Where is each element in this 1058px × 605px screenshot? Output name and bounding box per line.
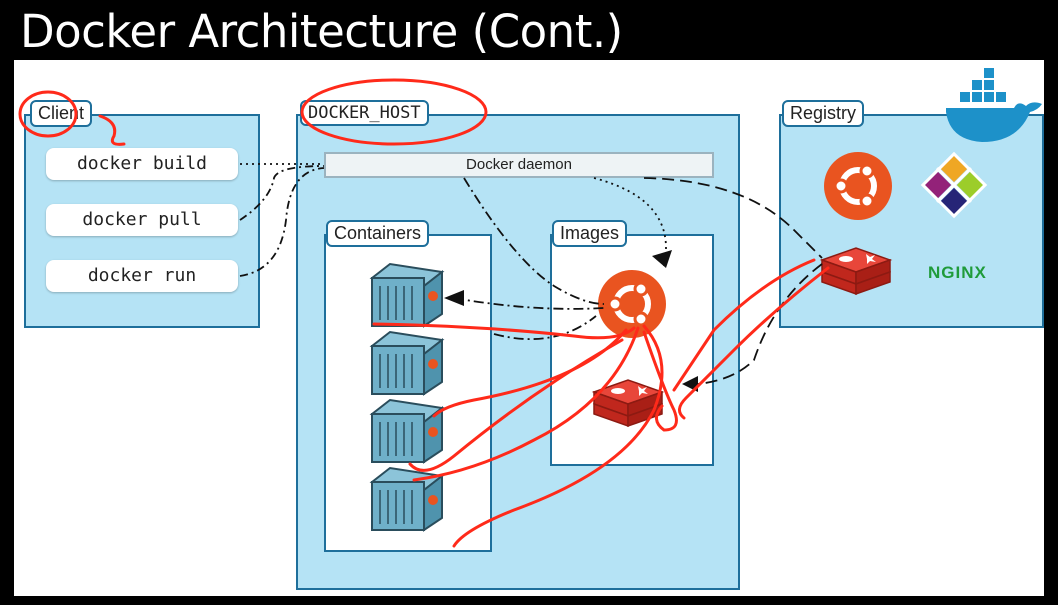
diagram-canvas: Client docker build docker pull docker r… [14, 60, 1044, 596]
images-label: Images [552, 220, 628, 247]
registry-panel [779, 114, 1044, 328]
redis-icon [821, 247, 891, 295]
container-icon [371, 331, 443, 395]
client-label: Client [30, 100, 93, 127]
docker-run-command: docker run [46, 260, 238, 292]
container-icon [371, 263, 443, 327]
containers-label: Containers [326, 220, 430, 247]
ubuntu-icon [824, 152, 892, 220]
connector-lines [239, 163, 823, 385]
diagram-graphics [18, 68, 1042, 548]
annotation-strokes [18, 78, 830, 548]
container-icon [371, 399, 443, 463]
registry-label: Registry [782, 100, 865, 127]
centos-icon [920, 151, 988, 219]
docker-host-label: DOCKER_HOST [300, 100, 429, 126]
nginx-logo: NGINX [928, 263, 987, 282]
slide-title: Docker Architecture (Cont.) [20, 5, 623, 58]
docker-pull-command: docker pull [46, 204, 238, 236]
docker-build-command: docker build [46, 148, 238, 180]
docker-daemon-bar: Docker daemon [324, 152, 714, 178]
docker-whale-icon [946, 68, 1042, 142]
